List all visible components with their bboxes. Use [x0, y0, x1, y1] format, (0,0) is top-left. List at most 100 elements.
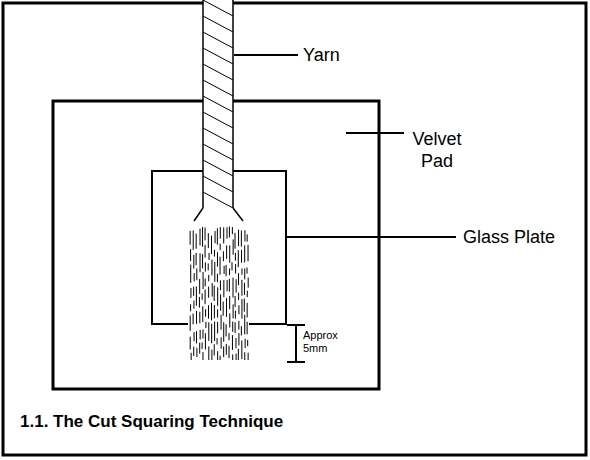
fibre-stroke: [217, 287, 218, 306]
fibre-stroke: [202, 352, 203, 360]
fibre-stroke: [202, 254, 203, 268]
fibre-stroke: [190, 249, 191, 261]
fibre-stroke: [202, 227, 203, 247]
fibre-stroke: [247, 340, 248, 346]
yarn-fibres: [190, 227, 248, 360]
fibre-stroke: [247, 322, 248, 335]
fibre-stroke: [208, 233, 209, 248]
fibre-stroke: [241, 299, 242, 319]
fibre-stroke: [223, 302, 224, 316]
yarn-taper: [194, 208, 203, 221]
fibre-stroke: [203, 272, 204, 289]
fibre-stroke: [229, 268, 230, 275]
fibre-stroke: [193, 313, 194, 324]
fibre-stroke: [196, 234, 197, 249]
fibre-stroke: [196, 268, 197, 280]
fibre-stroke: [211, 260, 212, 276]
fibre-stroke: [217, 322, 218, 334]
fibre-stroke: [247, 234, 248, 241]
fibre-stroke: [190, 337, 191, 350]
fibre-stroke: [233, 278, 234, 298]
fibre-stroke: [238, 333, 239, 345]
fibre-stroke: [226, 245, 227, 258]
fibre-stroke: [205, 309, 206, 317]
fibre-stroke: [248, 245, 249, 261]
fibre-stroke: [235, 338, 236, 348]
fibre-stroke: [226, 227, 227, 238]
fibre-stroke: [217, 252, 218, 266]
fibre-stroke: [245, 339, 246, 348]
fibre-stroke: [190, 315, 191, 330]
yarn-hatching: [203, 0, 233, 208]
fibre-stroke: [244, 268, 245, 279]
fibre-stroke: [241, 269, 242, 275]
fibre-stroke: [211, 350, 212, 360]
fibre-stroke: [232, 227, 233, 234]
fibre-stroke: [217, 351, 218, 360]
dimension-tick: [287, 324, 305, 326]
fibre-stroke: [217, 338, 218, 344]
fibre-stroke: [244, 230, 245, 241]
fibre-stroke: [217, 274, 218, 282]
fibre-stroke: [193, 287, 194, 296]
fibre-stroke: [244, 245, 245, 262]
fibre-stroke: [205, 333, 206, 349]
fibre-stroke: [202, 306, 203, 322]
fibre-stroke: [214, 250, 215, 257]
fibre-stroke: [232, 262, 233, 270]
fibre-stroke: [229, 279, 230, 292]
fibre-stroke: [208, 305, 209, 318]
leader-line: [234, 54, 298, 56]
fibre-stroke: [223, 346, 224, 357]
fibre-stroke: [232, 321, 233, 331]
fibre-stroke: [205, 279, 206, 287]
fibre-stroke: [221, 315, 222, 330]
fibre-stroke: [223, 251, 224, 261]
fibre-stroke: [196, 311, 197, 324]
fibre-stroke: [193, 347, 194, 356]
fibre-stroke: [235, 311, 236, 319]
fibre-stroke: [226, 265, 227, 276]
fibre-stroke: [214, 322, 215, 341]
fibre-stroke: [205, 262, 206, 271]
fibre-stroke: [215, 231, 216, 243]
fibre-stroke: [211, 236, 212, 254]
dimension-label: Approx 5mm: [303, 329, 347, 355]
fibre-stroke: [220, 280, 221, 290]
fibre-stroke: [190, 231, 191, 245]
fibre-stroke: [220, 244, 221, 250]
fibre-stroke: [229, 313, 230, 327]
fibre-stroke: [247, 268, 248, 274]
fibre-stroke: [214, 305, 215, 318]
fibre-stroke: [208, 263, 209, 270]
fibre-stroke: [220, 227, 221, 239]
fibre-stroke: [199, 297, 200, 308]
fibre-stroke: [202, 293, 203, 299]
fibre-stroke: [223, 322, 224, 341]
fibre-stroke: [193, 230, 194, 249]
fibre-stroke: [196, 331, 197, 343]
fibre-stroke: [221, 337, 222, 348]
fibre-stroke: [232, 354, 233, 360]
fibre-stroke: [200, 229, 201, 246]
fibre-stroke: [220, 294, 221, 310]
yarn-edge: [202, 0, 204, 208]
part-label: Velvet Pad: [408, 128, 466, 172]
fibre-stroke: [244, 298, 245, 311]
fibre-stroke: [214, 262, 215, 282]
fibre-stroke: [238, 273, 239, 285]
fibre-stroke: [193, 255, 194, 269]
fibre-stroke: [199, 312, 200, 324]
fibre-stroke: [226, 344, 227, 355]
fibre-stroke: [226, 298, 227, 317]
fibre-stroke: [199, 279, 200, 294]
fibre-stroke: [238, 250, 239, 267]
fibre-stroke: [214, 344, 215, 355]
fibre-stroke: [248, 353, 249, 360]
fibre-stroke: [196, 286, 197, 305]
fibre-stroke: [227, 280, 228, 291]
yarn-body-fill: [203, 0, 233, 208]
fibre-ground: [188, 208, 249, 362]
fibre-stroke: [238, 305, 239, 314]
